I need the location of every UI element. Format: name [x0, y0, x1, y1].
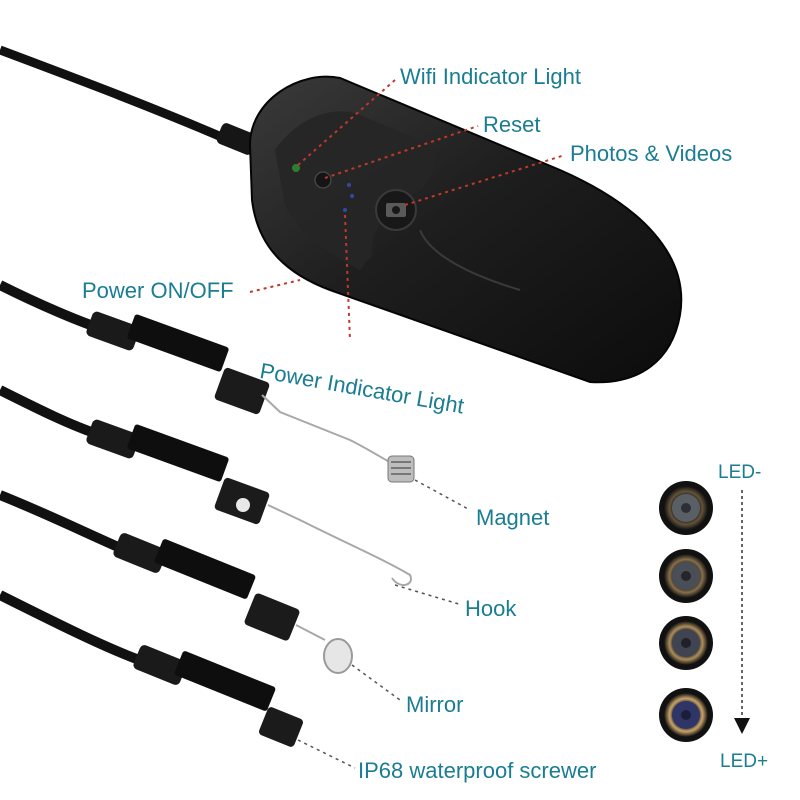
probe-hook	[0, 385, 412, 586]
led-level-3	[659, 616, 713, 670]
cable-strain-relief	[216, 123, 258, 155]
label-waterproof: IP68 waterproof screwer	[358, 758, 597, 783]
led-level-4	[659, 688, 713, 742]
probe-mirror	[0, 490, 353, 674]
led-level-1	[659, 481, 713, 535]
leader-lines	[249, 79, 566, 769]
led-min-label: LED-	[718, 462, 762, 483]
main-cable	[0, 45, 242, 150]
arrow-down-icon	[734, 718, 750, 734]
label-power-onoff: Power ON/OFF	[82, 278, 234, 303]
probe-magnet	[0, 280, 415, 483]
label-wifi-indicator: Wifi Indicator Light	[400, 64, 581, 89]
mirror-tip	[323, 638, 353, 674]
label-hook: Hook	[465, 596, 517, 621]
label-mirror: Mirror	[406, 692, 464, 717]
label-reset: Reset	[483, 112, 541, 137]
led-max-label: LED+	[720, 751, 769, 772]
label-photos-videos: Photos & Videos	[570, 141, 733, 166]
wifi-indicator-led	[292, 164, 300, 172]
reset-button	[314, 171, 332, 189]
probe-plain	[0, 590, 304, 747]
label-magnet: Magnet	[476, 505, 550, 530]
led-level-2	[659, 549, 713, 603]
magnet-tip	[387, 455, 415, 483]
wifi-box-device	[248, 75, 683, 384]
